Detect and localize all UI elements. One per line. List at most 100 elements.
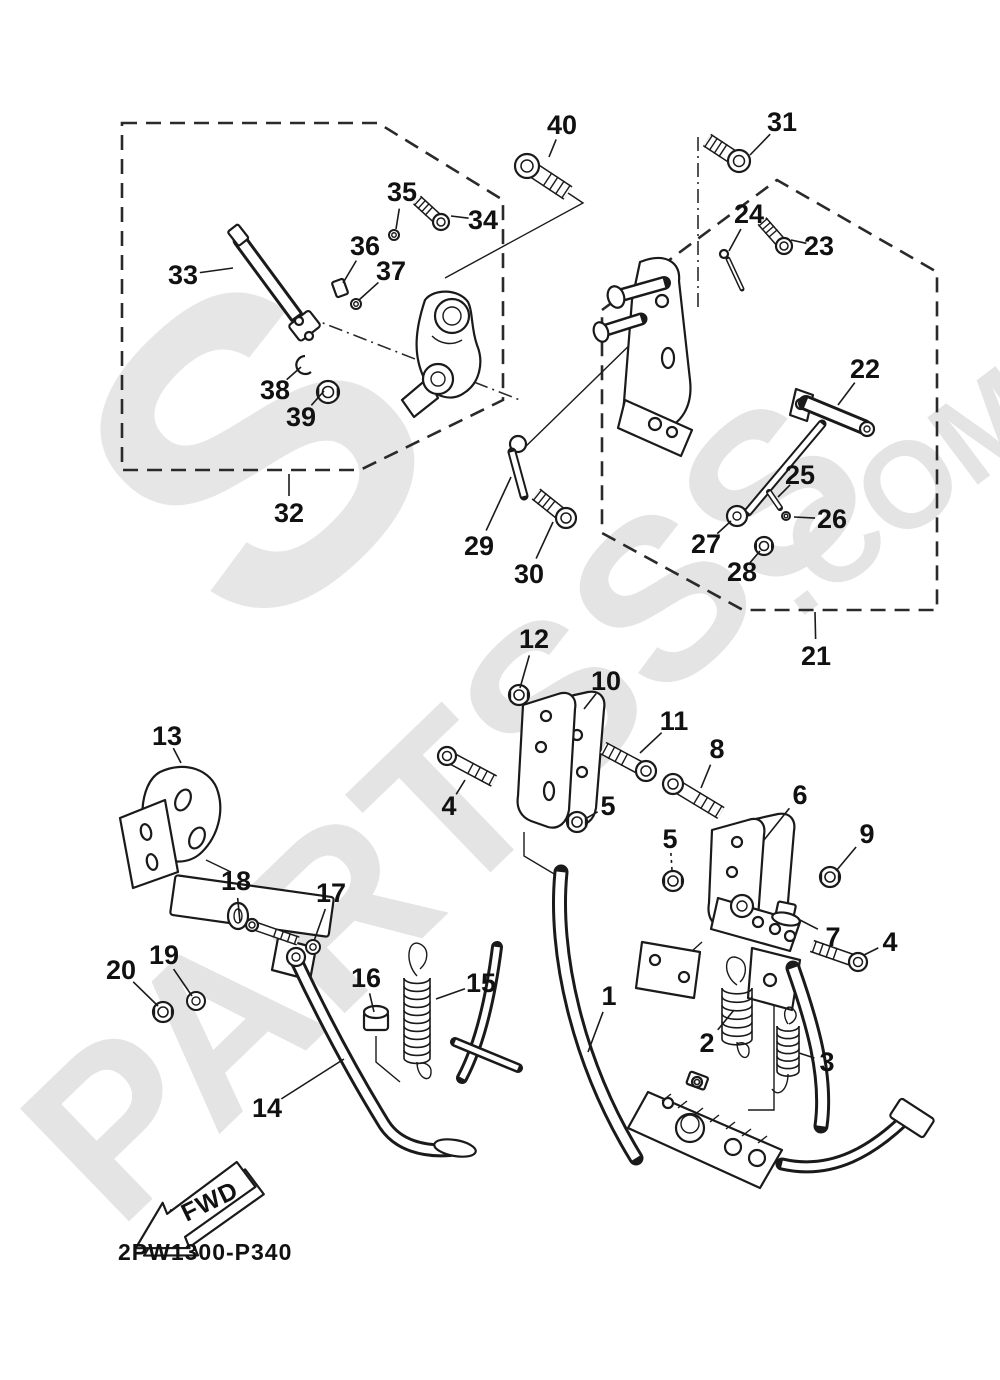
callout-leader-25 [777,484,791,498]
callout-9: 9 [859,819,874,849]
callout-10: 10 [591,666,621,696]
callout-20: 20 [106,955,136,985]
callout-27: 27 [691,529,721,559]
part-24-pin [718,248,745,292]
callout-23: 23 [804,231,834,261]
callout-leader-7 [797,918,819,930]
callout-1: 1 [601,981,616,1011]
callout-leader-13 [172,747,182,764]
callout-leader-38 [286,366,302,381]
callout-leader-24 [728,228,742,252]
subassembly-box-right [600,178,939,612]
part-27-collar [725,504,749,528]
part-footrest-bracket-casting [592,257,694,458]
callout-30: 30 [514,559,544,589]
callout-35: 35 [387,177,417,207]
part-7-bushing [771,900,801,927]
callout-16: 16 [351,963,381,993]
part-22-footrest [788,387,876,438]
callout-38: 38 [260,375,290,405]
callout-33: 33 [168,260,198,290]
callout-40: 40 [547,110,577,140]
callout-leader-5 [584,811,599,820]
callout-13: 13 [152,721,182,751]
callout-7: 7 [825,922,840,952]
part-38-clip [295,354,312,376]
callout-26: 26 [817,504,847,534]
part-1-center-stand [450,864,935,1190]
callout-15: 15 [466,968,496,998]
subassembly-box-left [120,121,505,472]
callout-25: 25 [785,460,815,490]
callout-leader-20 [132,981,159,1007]
callout-leader-22 [837,382,856,406]
callout-32: 32 [274,498,304,528]
callout-leader-23 [790,239,807,245]
callout-6: 6 [792,780,807,810]
callout-4: 4 [882,927,897,957]
callout-19: 19 [149,940,179,970]
callout-leader-19 [172,968,193,997]
callout-leader-37 [358,281,379,301]
part-6-stand-bracket [707,812,802,953]
callout-2: 2 [699,1028,714,1058]
callout-leader-33 [199,267,234,274]
part-16-cap [362,1004,390,1032]
callout-leader-16 [368,993,375,1013]
callout-leader-8 [700,764,712,789]
callout-leader-40 [548,139,557,158]
callout-leader-17 [313,908,327,942]
part-36-collar [331,277,349,299]
part-3-spring-hooks [771,1006,797,1094]
callout-leader-5 [670,852,673,871]
callout-39: 39 [286,402,316,432]
part-footrest-link [743,419,827,517]
callout-leader-29 [485,476,512,531]
callout-leader-14 [280,1058,345,1100]
callout-leader-15 [435,987,466,1000]
callout-3: 3 [819,1047,834,1077]
callout-leader-26 [793,516,816,519]
callout-leader-3 [798,1052,815,1059]
callout-leader-4 [455,779,466,795]
callout-leader-30 [535,521,554,559]
hardware-group [151,133,869,1089]
callout-leader-1 [587,1011,604,1053]
callout-leader-28 [749,550,761,564]
callout-labels: 1234455678910111213141516171819202122232… [106,107,898,1123]
fwd-arrow: FWD [134,1160,265,1257]
callout-29: 29 [464,531,494,561]
callout-36: 36 [350,231,380,261]
callout-5: 5 [662,824,677,854]
callout-leader-18 [236,897,241,923]
part-10-stand-bracket [516,690,606,829]
callout-31: 31 [767,107,797,137]
callout-11: 11 [660,706,689,736]
callout-leader-4 [863,947,879,956]
callout-17: 17 [316,878,346,908]
callout-leader-6 [763,807,791,841]
callout-21: 21 [801,641,831,671]
callout-leader-35 [395,208,401,230]
callout-18: 18 [221,866,251,896]
callout-leader-12 [519,655,531,689]
watermark: S PARTSSS .COM [0,177,1000,1268]
callout-5: 5 [600,791,615,821]
callout-leader-21 [814,611,817,640]
callout-leader-36 [342,260,357,284]
callout-37: 37 [376,256,406,286]
callout-14: 14 [252,1093,282,1123]
part-14-side-stand [270,936,477,1158]
callout-leader-31 [749,133,771,156]
callout-24: 24 [734,199,764,229]
callout-12: 12 [519,624,549,654]
part-2-spring-hooks [725,956,750,1059]
diagram-code: 2PW1300-P340 [118,1239,292,1265]
callout-leader-39 [310,390,325,406]
callout-28: 28 [727,557,757,587]
part-pedal-bracket-casting [400,290,482,419]
callout-leader-2 [717,1009,735,1031]
callout-22: 22 [850,354,880,384]
